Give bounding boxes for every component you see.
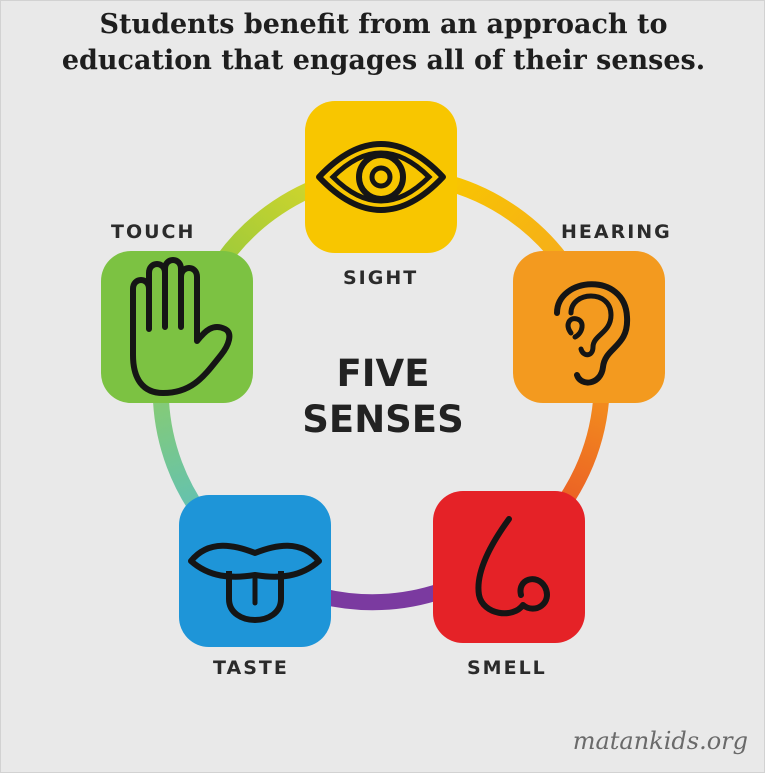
- ear-icon: [554, 281, 631, 386]
- taste-tile: [179, 495, 331, 647]
- ring-segment-smell-taste: [319, 583, 444, 611]
- headline: Students benefit from an approach to edu…: [1, 7, 765, 79]
- center-title-line-2: SENSES: [302, 398, 464, 441]
- hand-icon: [130, 257, 233, 396]
- sight-label: SIGHT: [343, 267, 419, 289]
- smell-tile: [433, 491, 585, 643]
- center-title: FIVE SENSES: [263, 351, 503, 443]
- touch-tile: [101, 251, 253, 403]
- hearing-label: HEARING: [561, 221, 672, 243]
- sight-tile: [305, 101, 457, 253]
- center-title-line-1: FIVE: [336, 352, 430, 395]
- headline-line-2: education that engages all of their sens…: [61, 45, 706, 76]
- eye-icon: [316, 141, 446, 213]
- touch-label: TOUCH: [111, 221, 196, 243]
- smell-label: SMELL: [467, 657, 547, 679]
- taste-label: TASTE: [213, 657, 289, 679]
- headline-line-1: Students benefit from an approach to: [99, 9, 668, 40]
- hearing-tile: [513, 251, 665, 403]
- tongue-icon: [188, 542, 322, 623]
- watermark: matankids.org: [572, 727, 748, 755]
- nose-icon: [475, 516, 550, 617]
